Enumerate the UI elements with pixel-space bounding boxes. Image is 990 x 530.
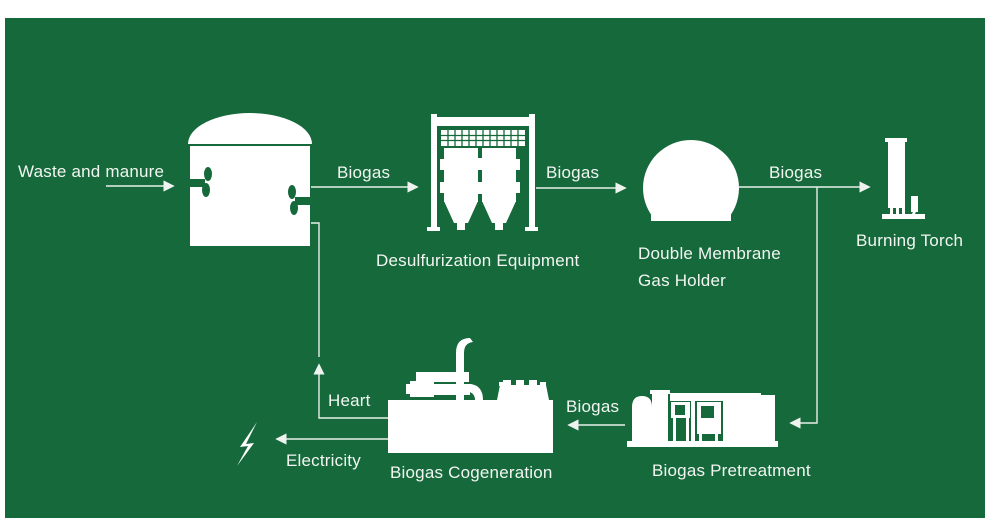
flow-arrows xyxy=(106,180,871,445)
waste-and-manure-label: Waste and manure xyxy=(18,162,165,181)
digester-tank-icon xyxy=(188,113,312,246)
biogas-label-1: Biogas xyxy=(337,163,391,182)
gas-holder-label-line2: Gas Holder xyxy=(638,271,726,290)
gas-holder-icon xyxy=(640,140,742,239)
gas-holder-label-line1: Double Membrane xyxy=(638,244,781,263)
desulfurization-equipment-icon xyxy=(427,114,538,231)
electricity-label: Electricity xyxy=(286,451,361,470)
biogas-cogeneration-label: Biogas Cogeneration xyxy=(390,463,553,482)
arrow-heat-return-lower xyxy=(313,363,388,419)
grid-mesh xyxy=(441,130,525,146)
cogeneration-engine-icon xyxy=(388,338,553,453)
heat-return-label: Heart xyxy=(328,391,371,410)
arrow-branch-to-pretreatment xyxy=(789,187,818,429)
heat-return-upper-line xyxy=(311,222,320,357)
mixer-left-icon xyxy=(190,167,212,197)
biogas-pretreatment-label: Biogas Pretreatment xyxy=(652,461,811,480)
biogas-label-2: Biogas xyxy=(546,163,600,182)
desulfurization-label: Desulfurization Equipment xyxy=(376,251,580,270)
lightning-bolt-icon xyxy=(237,422,257,466)
mixer-right-icon xyxy=(288,185,310,215)
biogas-label-4: Biogas xyxy=(566,397,620,416)
burning-torch-label: Burning Torch xyxy=(856,231,964,250)
biogas-label-3: Biogas xyxy=(769,163,823,182)
burning-torch-icon xyxy=(882,138,925,219)
pretreatment-plant-icon xyxy=(627,390,778,447)
